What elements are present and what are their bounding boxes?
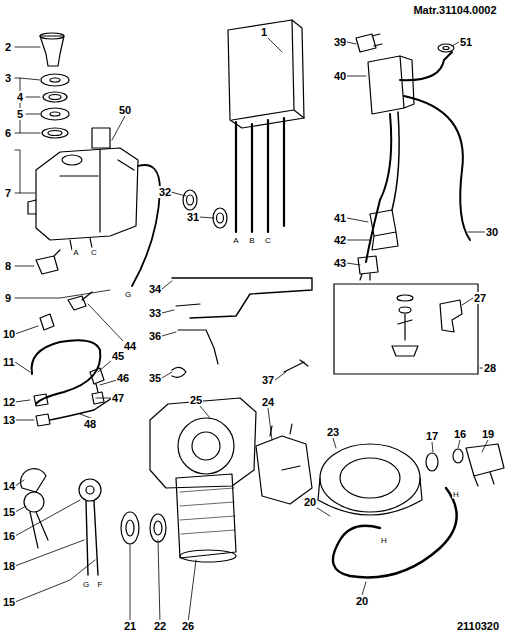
callout-number: 14 <box>2 480 16 492</box>
callout-number: 45 <box>111 350 125 362</box>
callout-number: 8 <box>4 260 12 272</box>
callout-number: 11 <box>2 356 16 368</box>
callout-number: A <box>232 236 239 245</box>
callout-number: 4 <box>16 91 24 103</box>
callout-number: 39 <box>333 36 347 48</box>
callout-number: H <box>452 490 460 499</box>
callout-number: G <box>124 290 132 299</box>
callout-number: C <box>90 248 98 257</box>
leader-lines <box>15 38 488 623</box>
callout-number: 19 <box>481 428 495 440</box>
callout-number: G <box>82 580 90 589</box>
callout-number: 37 <box>261 374 275 386</box>
callout-number: 25 <box>189 394 203 406</box>
callout-number: F <box>97 580 104 589</box>
callout-number: 41 <box>333 212 347 224</box>
callout-number: 28 <box>483 362 497 374</box>
callout-number: 33 <box>148 307 162 319</box>
callout-number: 43 <box>333 257 347 269</box>
callout-number: 36 <box>148 330 162 342</box>
callout-number: C <box>264 236 272 245</box>
callout-number: 18 <box>2 560 16 572</box>
callout-number: 9 <box>4 292 12 304</box>
callout-number: 23 <box>326 426 340 438</box>
callout-number: 20 <box>303 496 317 508</box>
callout-number: 12 <box>2 396 16 408</box>
callout-number: 20 <box>355 595 369 607</box>
callout-number: 17 <box>425 430 439 442</box>
callout-number: A <box>72 248 79 257</box>
callout-number: 51 <box>459 36 473 48</box>
callout-number: 15 <box>2 596 16 608</box>
callout-number: 10 <box>2 328 16 340</box>
callout-number: 42 <box>333 234 347 246</box>
callout-number: B <box>248 236 255 245</box>
callout-number: 46 <box>116 372 130 384</box>
callout-number: 7 <box>4 187 12 199</box>
callout-number: 48 <box>83 418 97 430</box>
callout-number: 35 <box>148 372 162 384</box>
callout-number: 2 <box>4 41 12 53</box>
callout-number: 34 <box>148 283 162 295</box>
callout-number: 21 <box>123 620 137 632</box>
drawing-number: 2110320 <box>456 620 500 632</box>
callout-number: 31 <box>186 211 200 223</box>
callout-number: 22 <box>153 620 167 632</box>
callout-number: 26 <box>181 620 195 632</box>
callout-number: 16 <box>453 428 467 440</box>
callout-number: 6 <box>4 127 12 139</box>
callout-number: 27 <box>473 292 487 304</box>
callout-number: 5 <box>16 108 24 120</box>
callout-number: 1 <box>260 26 268 38</box>
callout-number: 30 <box>485 226 499 238</box>
drawing-number: Matr.31104.0002 <box>412 4 497 16</box>
callout-number: 13 <box>2 414 16 426</box>
callout-number: 40 <box>333 70 347 82</box>
callout-number: 16 <box>2 530 16 542</box>
callout-number: 47 <box>111 392 125 404</box>
callout-number: 32 <box>158 186 172 198</box>
callout-number: 24 <box>261 396 275 408</box>
callout-number: 3 <box>4 72 12 84</box>
callout-number: H <box>380 536 388 545</box>
callout-number: 15 <box>2 506 16 518</box>
callout-number: 50 <box>118 104 132 116</box>
